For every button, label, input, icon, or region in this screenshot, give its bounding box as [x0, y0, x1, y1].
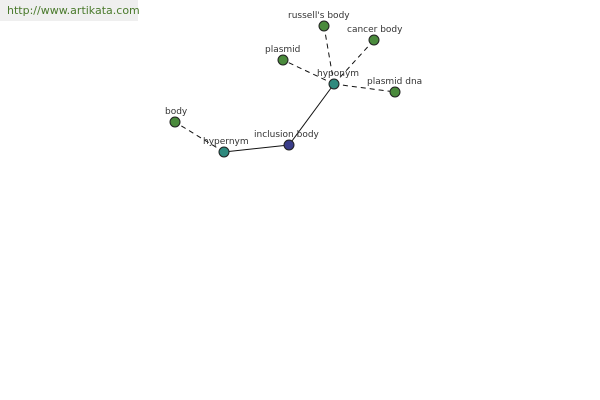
edge-hyponym-to-russells-body: [323, 25, 335, 85]
node-label-cancer-body[interactable]: cancer body: [347, 25, 403, 35]
node-body[interactable]: [169, 116, 181, 128]
node-label-plasmid-dna[interactable]: plasmid dna: [367, 77, 422, 87]
node-label-inclusion-body[interactable]: inclusion body: [254, 130, 320, 140]
node-plasmid-dna[interactable]: [389, 86, 401, 98]
node-plasmid[interactable]: [277, 54, 289, 66]
node-label-body[interactable]: body: [165, 107, 188, 117]
node-label-plasmid[interactable]: plasmid: [265, 45, 300, 55]
edge-inclusion-body-to-hyponym: [288, 83, 335, 146]
source-link[interactable]: http://www.artikata.com: [7, 4, 140, 17]
source-bar: http://www.artikata.com: [0, 0, 140, 21]
edge-hypernym-to-body: [174, 121, 225, 153]
node-hyponym[interactable]: [328, 78, 340, 90]
node-russells-body[interactable]: [318, 20, 330, 32]
node-inclusion-body[interactable]: [283, 139, 295, 151]
node-hypernym[interactable]: [218, 146, 230, 158]
edge-hyponym-to-cancer-body: [333, 39, 375, 85]
node-cancer-body[interactable]: [368, 34, 380, 46]
node-label-hypernym[interactable]: hypernym: [203, 137, 249, 147]
edge-hyponym-to-plasmid: [282, 59, 335, 85]
edges-layer: [174, 25, 396, 153]
edge-inclusion-body-to-hypernym: [223, 144, 290, 153]
labels-layer: inclusion body hyponym hypernym russell's b…: [165, 11, 422, 147]
node-label-russells-body[interactable]: russell's body: [288, 11, 350, 21]
nodes-layer: [169, 20, 401, 158]
node-label-hyponym[interactable]: hyponym: [317, 69, 359, 79]
edge-hyponym-to-plasmid-dna: [333, 83, 396, 93]
